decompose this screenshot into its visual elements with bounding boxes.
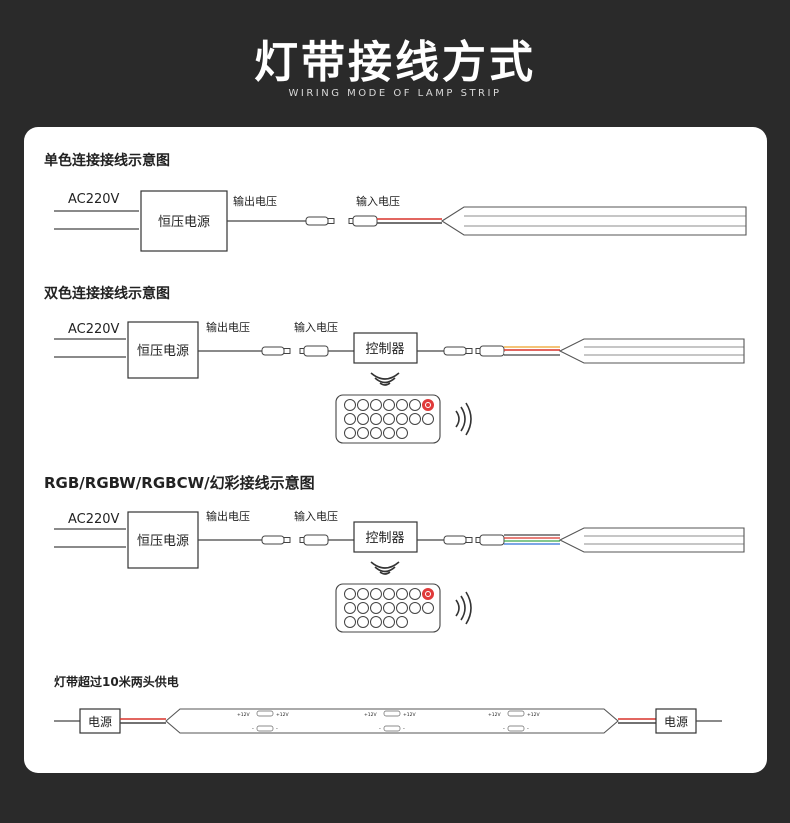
svg-text:-: - bbox=[403, 726, 405, 732]
rgb-signal-icon bbox=[370, 561, 400, 575]
svg-text:-: - bbox=[503, 726, 505, 732]
single-power-label: 恒压电源 bbox=[158, 215, 210, 230]
svg-text:-: - bbox=[379, 726, 381, 732]
rgb-plug-female bbox=[299, 534, 329, 546]
dual-input-label: 输入电压 bbox=[294, 320, 338, 334]
single-led-strip bbox=[440, 206, 747, 236]
rgb-plug-male bbox=[261, 535, 291, 545]
svg-text:+12V: +12V bbox=[527, 712, 540, 718]
rgb-input-label: 输入电压 bbox=[294, 509, 338, 523]
page-title: 灯带接线方式 bbox=[254, 37, 536, 88]
dual-led-strip bbox=[558, 338, 745, 364]
rgb-section-title: RGB/RGBW/RGBCW/幻彩接线示意图 bbox=[44, 474, 315, 492]
rgb-controller-label: 控制器 bbox=[365, 531, 404, 546]
dual-output-label: 输出电压 bbox=[206, 320, 250, 334]
svg-text:-: - bbox=[252, 726, 254, 732]
single-section-title: 单色连接接线示意图 bbox=[44, 152, 170, 169]
long-strip-pads: +12V +12V - - +12V +12V - - +12V +12V - … bbox=[237, 710, 540, 732]
page-subtitle: WIRING MODE OF LAMP STRIP bbox=[288, 88, 502, 99]
svg-text:+12V: +12V bbox=[403, 712, 416, 718]
long-section-title: 灯带超过10米两头供电 bbox=[54, 674, 179, 689]
dual-out-plug-male bbox=[443, 346, 473, 356]
dual-remote-buttons bbox=[344, 399, 434, 439]
long-power-left-label: 电源 bbox=[88, 715, 112, 729]
single-output-label: 输出电压 bbox=[233, 194, 277, 208]
svg-text:+12V: +12V bbox=[237, 712, 250, 718]
svg-text:+12V: +12V bbox=[364, 712, 377, 718]
rgb-out-plug-female bbox=[475, 534, 505, 546]
rgb-led-strip bbox=[558, 527, 745, 553]
dual-power-label: 恒压电源 bbox=[137, 344, 189, 359]
dual-plug-male bbox=[261, 346, 291, 356]
wiring-card: 单色连接接线示意图 AC220V 恒压电源 输出电压 输入电压 双色连接接线示意… bbox=[24, 127, 767, 773]
long-power-right-label: 电源 bbox=[664, 715, 688, 729]
dual-section-title: 双色连接接线示意图 bbox=[44, 285, 170, 302]
single-plug-female bbox=[348, 215, 378, 227]
rgb-controller bbox=[353, 521, 418, 553]
dual-controller-label: 控制器 bbox=[365, 342, 404, 357]
single-input-label: 输入电压 bbox=[356, 194, 400, 208]
rgb-power-label: 恒压电源 bbox=[137, 534, 189, 549]
svg-text:-: - bbox=[276, 726, 278, 732]
dual-signal-icon bbox=[370, 372, 400, 386]
long-power-left bbox=[79, 708, 121, 734]
dual-plug-female bbox=[299, 345, 329, 357]
single-plug-male bbox=[305, 216, 335, 226]
rgb-remote-signal-icon bbox=[455, 591, 472, 625]
single-power-supply bbox=[140, 190, 228, 252]
dual-controller bbox=[353, 332, 418, 364]
svg-text:-: - bbox=[527, 726, 529, 732]
rgb-remote-buttons bbox=[344, 588, 434, 628]
svg-text:+12V: +12V bbox=[488, 712, 501, 718]
single-ac-label: AC220V bbox=[68, 192, 120, 207]
long-led-strip bbox=[165, 708, 619, 734]
dual-ac-label: AC220V bbox=[68, 322, 120, 337]
rgb-ac-label: AC220V bbox=[68, 512, 120, 527]
dual-power-supply bbox=[127, 321, 199, 379]
dual-remote-signal-icon bbox=[455, 402, 472, 436]
dual-out-plug-female bbox=[475, 345, 505, 357]
rgb-output-label: 输出电压 bbox=[206, 509, 250, 523]
rgb-out-plug-male bbox=[443, 535, 473, 545]
wiring-diagram: 单色连接接线示意图 AC220V 恒压电源 输出电压 输入电压 双色连接接线示意… bbox=[44, 152, 747, 734]
svg-text:+12V: +12V bbox=[276, 712, 289, 718]
